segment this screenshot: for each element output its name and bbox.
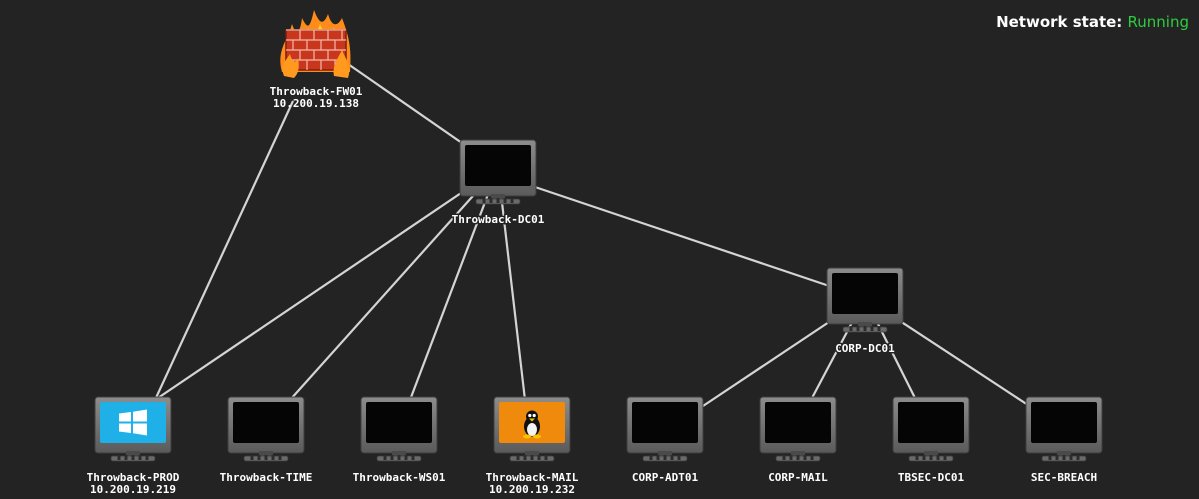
node-name: Throwback-DC01 xyxy=(452,213,545,226)
node-name: Throwback-PROD xyxy=(87,471,180,484)
node-secbreach[interactable]: SEC-BREACH xyxy=(1025,396,1103,484)
edge-dc01-corpdc01 xyxy=(531,184,866,300)
node-ip: 10.200.19.232 xyxy=(489,483,575,496)
edge-dc01-prod xyxy=(154,167,499,401)
node-name: Throwback-WS01 xyxy=(353,471,446,484)
node-corpmail[interactable]: CORP-MAIL xyxy=(759,396,837,484)
network-state-value: Running xyxy=(1127,13,1189,31)
monitor-icon xyxy=(759,396,837,462)
node-name: SEC-BREACH xyxy=(1031,471,1097,484)
node-name: Throwback-FW01 xyxy=(270,85,363,98)
monitor-icon xyxy=(360,396,438,462)
edge-dc01-time xyxy=(289,167,499,401)
node-name: TBSEC-DC01 xyxy=(898,471,965,484)
firewall-icon xyxy=(280,10,351,78)
node-dc01[interactable]: Throwback-DC01 xyxy=(450,139,546,228)
node-ip: 10.200.19.219 xyxy=(90,483,176,496)
monitor-icon xyxy=(459,139,537,205)
node-corpdc01[interactable]: CORP-DC01 xyxy=(826,267,904,357)
edges xyxy=(154,63,1029,409)
monitor-icon xyxy=(1025,396,1103,462)
monitor-icon xyxy=(892,396,970,462)
monitor-icon xyxy=(227,396,305,462)
node-name: Throwback-TIME xyxy=(220,471,313,484)
edge-fw01-prod xyxy=(154,100,294,401)
node-ws01[interactable]: Throwback-WS01 xyxy=(353,396,446,484)
node-ip: 10.200.19.138 xyxy=(273,97,359,110)
linux-icon xyxy=(523,410,541,439)
network-state-label: Network state: xyxy=(996,13,1123,31)
node-name: CORP-MAIL xyxy=(768,471,828,484)
edge-dc01-mail xyxy=(496,167,527,401)
windows-icon xyxy=(119,409,147,436)
edge-dc01-ws01 xyxy=(408,167,500,401)
node-time[interactable]: Throwback-TIME xyxy=(220,396,313,484)
monitor-icon xyxy=(826,267,904,333)
node-adt01[interactable]: CORP-ADT01 xyxy=(626,396,704,484)
node-name: Throwback-MAIL xyxy=(486,471,579,484)
linux-icon xyxy=(493,396,571,462)
windows-icon xyxy=(94,396,172,462)
node-name: CORP-ADT01 xyxy=(632,471,699,484)
network-state: Network state: Running xyxy=(996,13,1189,31)
node-name: CORP-DC01 xyxy=(835,342,895,355)
nodes: Throwback-FW0110.200.19.138Throwback-DC0… xyxy=(87,10,1103,496)
monitor-icon xyxy=(626,396,704,462)
node-tbsecdc01[interactable]: TBSEC-DC01 xyxy=(892,396,970,484)
